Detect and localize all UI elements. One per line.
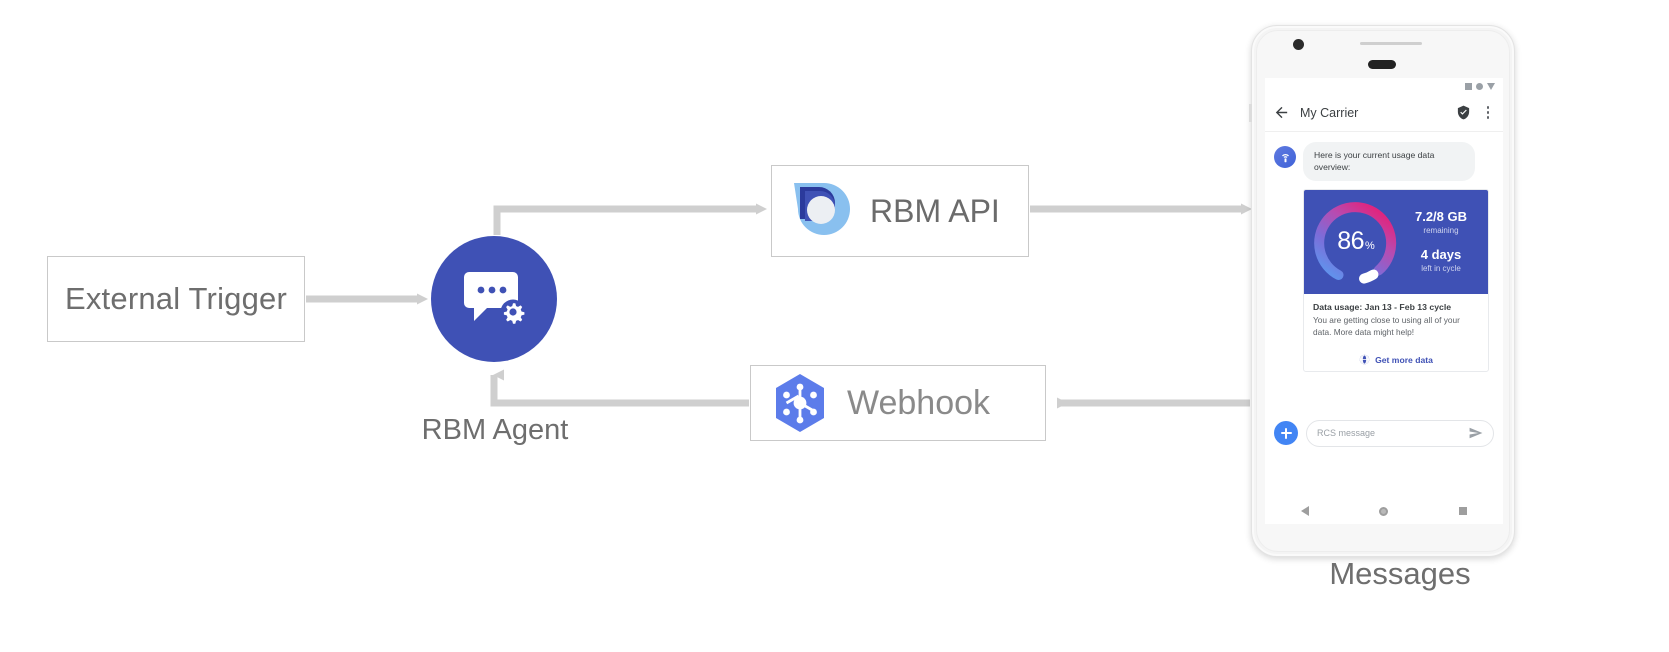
wire-agent-to-rbmapi (493, 203, 767, 235)
node-external-trigger[interactable]: External Trigger (47, 256, 305, 342)
nav-home-button[interactable] (1367, 506, 1401, 516)
nav-back-button[interactable] (1288, 506, 1322, 516)
card-description: You are getting close to using all of yo… (1313, 314, 1460, 337)
get-more-data-button[interactable]: Get more data (1313, 347, 1479, 365)
overflow-menu-icon[interactable] (1481, 106, 1495, 119)
card-body: Data usage: Jan 13 - Feb 13 cycle You ar… (1304, 294, 1488, 372)
node-rbm-api[interactable]: RBM API (771, 165, 1029, 257)
carrier-tower-icon (1274, 146, 1296, 168)
message-composer: RCS message (1265, 410, 1503, 456)
gauge-stats: 7.2/8 GB remaining 4 days left in cycle (1402, 209, 1488, 274)
speaker-grill (1360, 42, 1422, 45)
days-left-caption: left in cycle (1421, 264, 1461, 274)
get-more-data-label: Get more data (1375, 354, 1433, 365)
rcs-message-input[interactable]: RCS message (1306, 419, 1494, 447)
wire-webhook-to-agent (490, 369, 749, 407)
conversation-title: My Carrier (1300, 105, 1359, 120)
gauge-percent-unit: % (1365, 240, 1375, 253)
back-arrow-icon[interactable] (1273, 104, 1290, 121)
signal-tower-glyph (1281, 153, 1289, 162)
webhook-hexagon-icon (776, 374, 824, 432)
gauge-arc (1314, 202, 1397, 284)
node-rbm-agent[interactable] (431, 236, 557, 362)
external-trigger-label: External Trigger (64, 281, 288, 316)
add-attachment-button[interactable] (1274, 421, 1298, 445)
front-camera-icon (1293, 39, 1304, 50)
globe-icon (1359, 355, 1370, 365)
rbm-api-icon (794, 183, 850, 235)
message-bubble: Here is your current usage data overview… (1303, 142, 1475, 181)
nav-home-icon (1379, 506, 1389, 516)
android-nav-bar (1265, 498, 1503, 524)
send-icon[interactable] (1469, 427, 1483, 439)
messages-label: Messages (1329, 556, 1471, 591)
device-phone: My Carrier (1249, 25, 1515, 557)
data-usage-gauge-panel: 86 % 7.2/8 GB remaining 4 days left in c… (1304, 189, 1488, 294)
data-remaining-value: 7.2/8 GB (1414, 209, 1468, 225)
node-webhook[interactable]: Webhook (750, 365, 1046, 441)
card-title: Data usage: Jan 13 - Feb 13 cycle (1313, 301, 1452, 312)
nav-recents-icon (1459, 507, 1468, 515)
earpiece (1368, 60, 1396, 69)
power-button[interactable] (1249, 104, 1252, 122)
conversation-area: Here is your current usage data overview… (1265, 132, 1503, 456)
rcs-message-placeholder: RCS message (1317, 428, 1376, 438)
data-remaining-caption: remaining (1423, 226, 1459, 236)
rbm-agent-label: RBM Agent (421, 414, 569, 446)
gauge-percent: 86 % (1310, 196, 1402, 288)
square-icon (1465, 82, 1472, 90)
nav-recents-button[interactable] (1446, 507, 1480, 515)
circle-icon (1476, 82, 1483, 90)
status-bar (1265, 78, 1503, 94)
webhook-label: Webhook (847, 383, 991, 422)
message-row-incoming: Here is your current usage data overview… (1274, 142, 1494, 181)
rbm-api-label: RBM API (870, 192, 1000, 229)
triangle-down-icon (1487, 82, 1495, 90)
verified-shield-icon[interactable] (1456, 105, 1471, 120)
days-left-value: 4 days (1420, 247, 1462, 263)
chat-gear-icon (464, 272, 526, 325)
nav-back-icon (1300, 506, 1309, 516)
app-bar: My Carrier (1265, 94, 1503, 132)
phone-screen: My Carrier (1265, 78, 1503, 498)
rich-card[interactable]: 86 % 7.2/8 GB remaining 4 days left in c… (1303, 188, 1489, 373)
gauge: 86 % (1310, 196, 1402, 288)
gauge-percent-value: 86 (1337, 227, 1365, 256)
